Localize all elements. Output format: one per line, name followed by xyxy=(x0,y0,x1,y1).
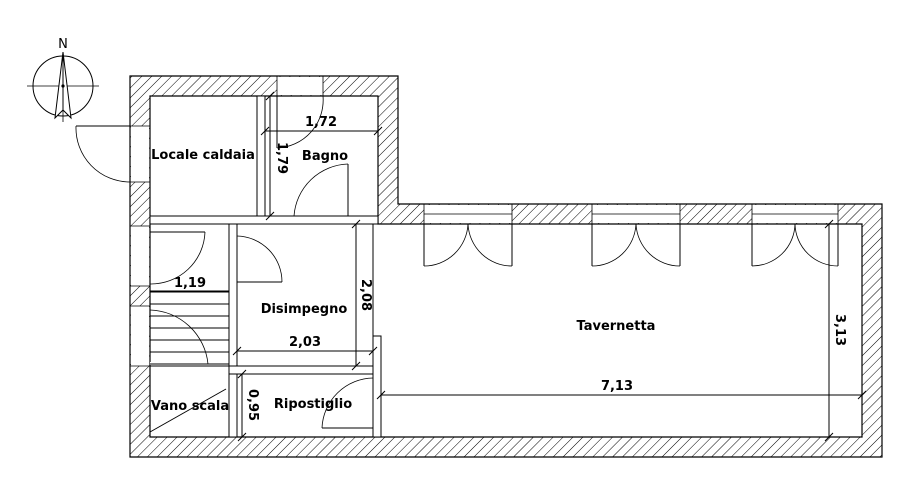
dim-bagno-width: 1,72 xyxy=(305,115,337,130)
outer-walls xyxy=(129,75,883,458)
dim-bagno-depth: 1,79 xyxy=(274,142,289,174)
interior-walls xyxy=(149,95,382,438)
room-label-disimpegno: Disimpegno xyxy=(261,302,348,317)
door-external-west xyxy=(75,125,131,183)
door-stair xyxy=(149,231,206,285)
dim-disimpegno-depth: 2,08 xyxy=(358,279,373,311)
room-label-vano-scala: Vano scala xyxy=(151,399,229,414)
french-window-1 xyxy=(423,223,513,267)
dimension-texts: 1,72 1,79 1,19 2,08 2,03 3,13 7,13 0,95 xyxy=(174,115,847,421)
door-bagno-bottom xyxy=(293,163,349,217)
compass-north-label: N xyxy=(58,37,68,52)
stairs xyxy=(149,291,229,433)
room-label-tavernetta: Tavernetta xyxy=(577,319,656,334)
french-window-3 xyxy=(751,223,839,267)
room-label-bagno: Bagno xyxy=(302,149,348,164)
dim-tavernetta-width: 7,13 xyxy=(601,379,633,394)
door-bagno-top xyxy=(276,95,324,149)
dim-disimpegno-width: 2,03 xyxy=(289,335,321,350)
doors xyxy=(75,95,839,429)
room-label-ripostiglio: Ripostiglio xyxy=(274,397,352,412)
dim-stair-width: 1,19 xyxy=(174,276,206,291)
french-window-2 xyxy=(591,223,681,267)
wall-openings xyxy=(130,76,839,367)
door-ripostiglio xyxy=(321,377,374,429)
compass: N xyxy=(27,37,99,122)
door-disimpegno xyxy=(236,235,283,283)
door-stair-landing xyxy=(149,309,209,365)
room-labels: Locale caldaia Bagno Disimpegno Tavernet… xyxy=(151,148,656,414)
dim-tavernetta-depth: 3,13 xyxy=(832,314,847,346)
room-label-locale-caldaia: Locale caldaia xyxy=(151,148,255,163)
dimension-lines xyxy=(150,91,867,442)
dim-ripostiglio-depth: 0,95 xyxy=(245,389,260,421)
